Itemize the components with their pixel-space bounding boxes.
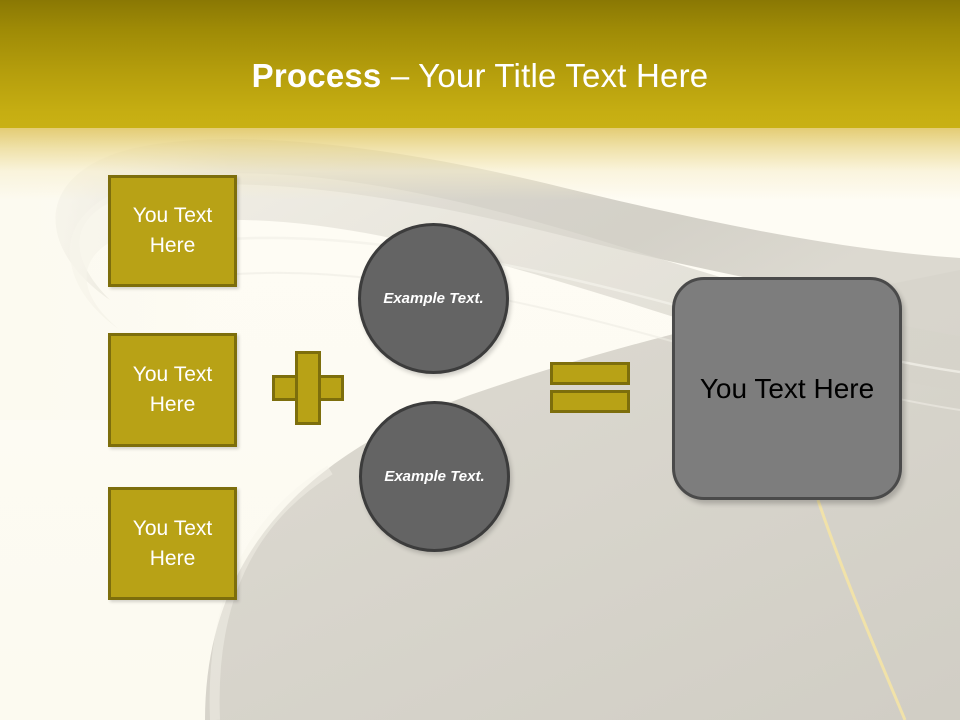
example-circle-1-label: Example Text. (383, 289, 484, 307)
example-circle-1[interactable]: Example Text. (358, 223, 509, 374)
plus-center-fill (298, 378, 318, 398)
equals-operator-icon (550, 362, 630, 413)
plus-operator-icon (272, 351, 344, 425)
result-box[interactable]: You Text Here (672, 277, 902, 500)
input-box-3[interactable]: You Text Here (108, 487, 237, 600)
input-box-1-label: You Text Here (132, 204, 213, 257)
page-title: Process – Your Title Text Here (0, 55, 960, 97)
input-box-2-label: You Text Here (132, 363, 213, 416)
example-circle-2[interactable]: Example Text. (359, 401, 510, 552)
equals-top-bar (550, 362, 630, 385)
input-box-2[interactable]: You Text Here (108, 333, 237, 447)
equals-bottom-bar (550, 390, 630, 413)
page-title-emphasis: Process (251, 57, 382, 94)
header-gold-band (0, 0, 960, 128)
result-box-label: You Text Here (699, 372, 875, 404)
input-box-1[interactable]: You Text Here (108, 175, 237, 287)
input-box-3-label: You Text Here (132, 516, 213, 570)
page-title-rest: – Your Title Text Here (381, 57, 709, 94)
example-circle-2-label: Example Text. (384, 467, 485, 485)
